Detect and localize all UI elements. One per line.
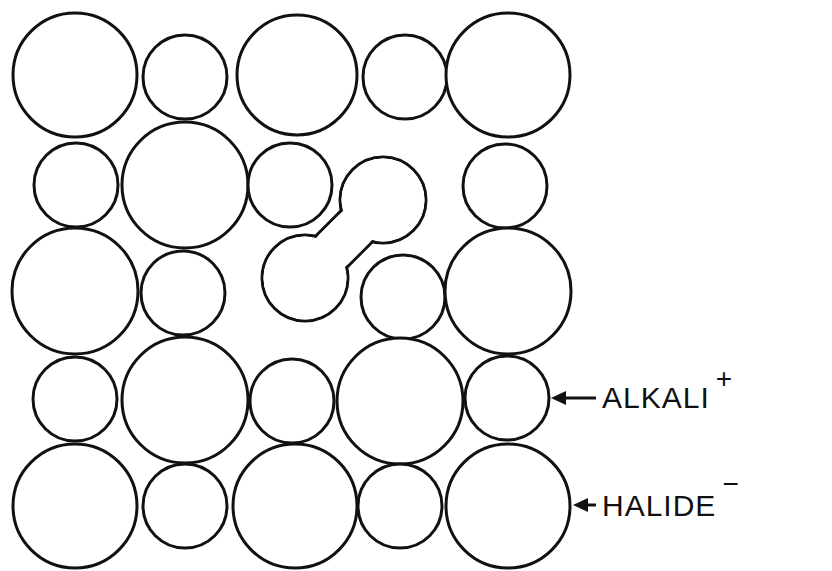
ion-label: HALIDE [602,491,716,521]
alkali-ion [465,356,549,440]
alkali-ion [248,143,332,227]
charge-sign: + [716,365,732,393]
halide-ion [337,338,463,464]
halide-ion [12,228,138,354]
alkali-ion [34,143,118,227]
ion-label: ALKALI [602,383,710,413]
arrow-head [551,391,566,405]
alkali-ion [33,357,117,441]
alkali-ion [463,144,547,228]
halide-ion [13,13,137,137]
halide-ion [445,228,571,354]
alkali-ion [143,35,227,119]
alkali-ion [141,251,225,335]
dumbbell-ion [262,157,426,321]
alkali-ion [250,359,334,443]
alkali-ion [358,464,442,548]
halide-ion [446,444,570,568]
halide-ion [233,444,357,568]
charge-sign: − [722,470,738,498]
halide-ion [13,444,137,568]
halide-ion [237,15,357,135]
leader-arrow [562,397,596,400]
arrow-head [573,498,588,512]
halide-ion [122,122,248,248]
alkali-ion [361,255,445,339]
alkali-ion [143,464,227,548]
halide-ion [122,337,248,463]
alkali-ion [363,35,447,119]
halide-ion [446,13,570,137]
